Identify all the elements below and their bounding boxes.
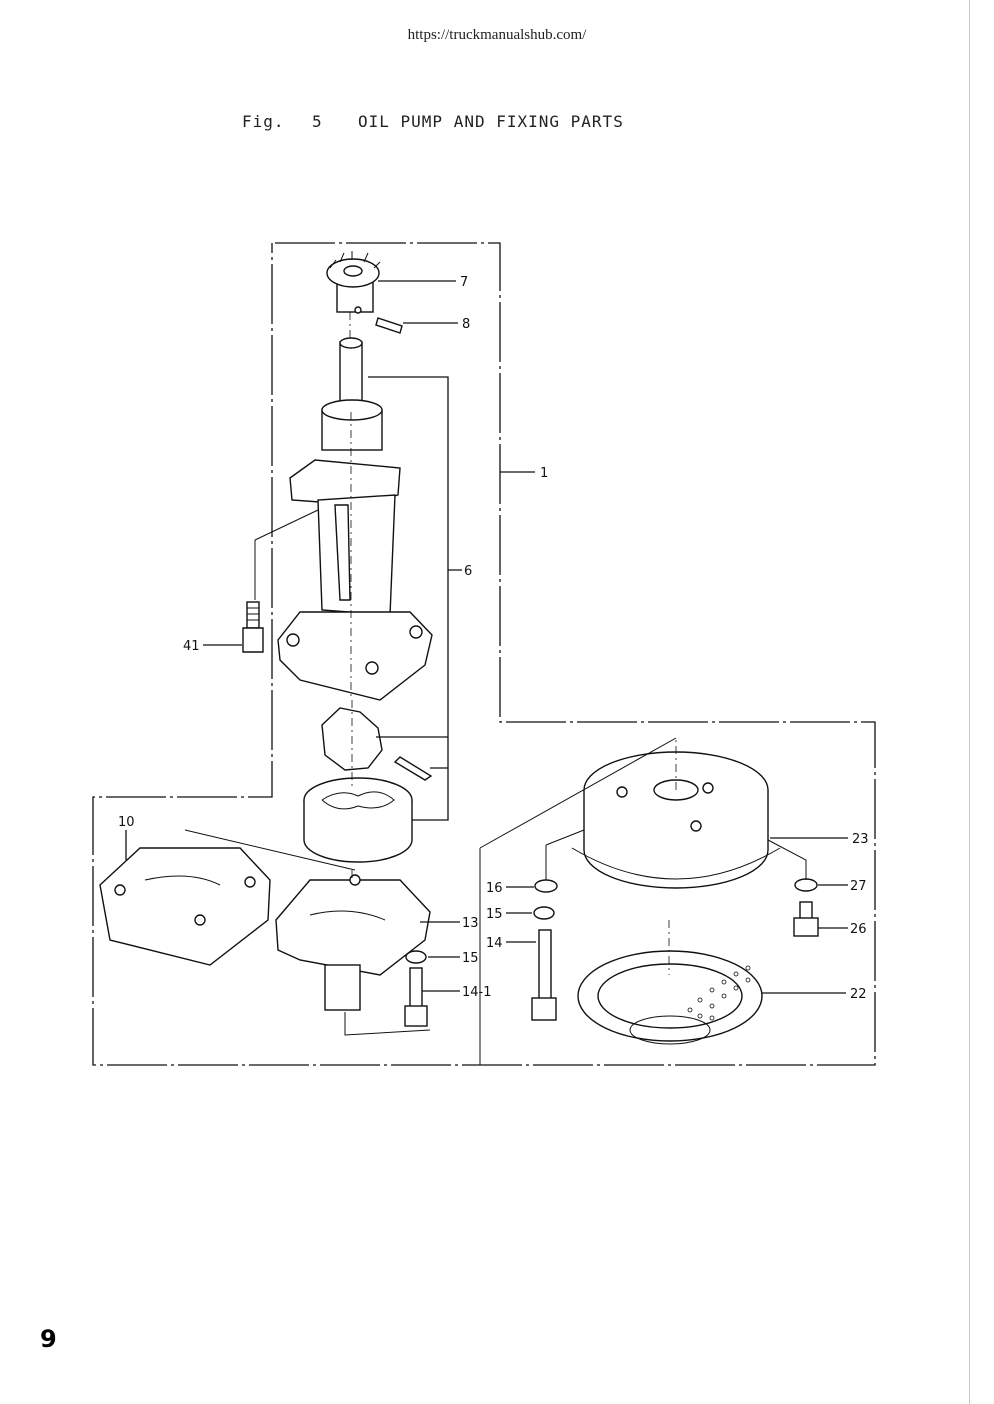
callout-26: 26: [850, 922, 867, 937]
bolt-14: [531, 929, 557, 1021]
figure-number: 5: [312, 112, 323, 131]
washer-27: [794, 878, 818, 892]
strainer-22: [577, 950, 763, 1045]
callout-13: 13: [462, 916, 479, 931]
washer-15-center: [533, 906, 555, 920]
page-number: 9: [40, 1325, 57, 1353]
callout-27: 27: [850, 879, 867, 894]
strainer-cover-23: [571, 751, 781, 889]
pump-body: [277, 337, 433, 701]
callout-8: 8: [462, 317, 470, 332]
leader-6: [368, 376, 462, 821]
washer-16: [534, 879, 558, 893]
callout-6: 6: [464, 564, 472, 579]
pump-cover-10: [99, 847, 271, 966]
gear-pin: [375, 317, 403, 334]
page-edge-line: [969, 0, 970, 1404]
bolt-14-1: [404, 967, 428, 1027]
figure-label: Fig.: [242, 112, 285, 131]
callout-16: 16: [486, 881, 503, 896]
callout-22: 22: [850, 987, 867, 1002]
callout-41: 41: [183, 639, 200, 654]
figure-caption: OIL PUMP AND FIXING PARTS: [358, 112, 624, 131]
plug-41: [242, 601, 264, 653]
callout-7: 7: [460, 275, 468, 290]
drive-gear: [326, 251, 381, 314]
inner-rotor: [321, 707, 433, 781]
callout-14-1: 14-1: [462, 985, 492, 1000]
callout-23: 23: [852, 832, 869, 847]
outer-rotor: [303, 777, 413, 863]
callout-10: 10: [118, 815, 135, 830]
bolt-26: [793, 901, 819, 937]
figure-title: Fig. 5 OIL PUMP AND FIXING PARTS: [242, 112, 624, 131]
source-url: https://truckmanualshub.com/: [407, 27, 587, 43]
washer-15-left: [405, 950, 427, 964]
callout-15-left: 15: [462, 951, 479, 966]
callout-1: 1: [540, 466, 548, 481]
callout-14: 14: [486, 936, 503, 951]
assembly-boundary: [92, 242, 876, 1066]
pump-case-13: [275, 874, 431, 1011]
callout-15-center: 15: [486, 907, 503, 922]
